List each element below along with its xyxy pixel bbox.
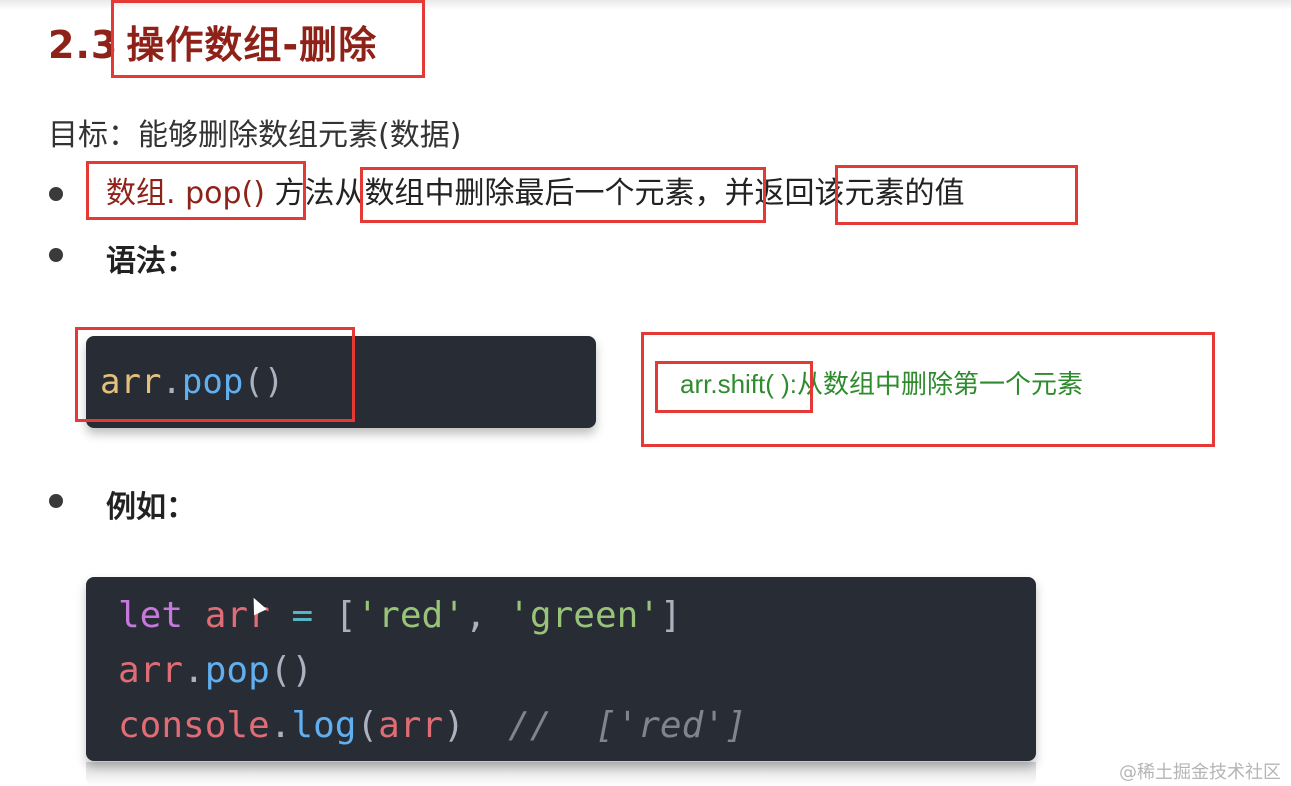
code-obj: console [118, 705, 270, 746]
top-shade [0, 0, 1291, 10]
pop-desc-text: 从数组中删除最后一个元素 [334, 176, 695, 211]
title-highlight-box [111, 0, 425, 78]
method-highlight-box [86, 161, 306, 220]
watermark: @稀土掘金技术社区 [1119, 762, 1281, 783]
syntax-code-block: arr.pop() [86, 336, 596, 428]
return-text: 返回该元素的值 [754, 176, 965, 211]
pop-method-text: 数组. pop() [106, 176, 265, 211]
code-obj: arr [118, 650, 184, 691]
code-dot: . [269, 705, 292, 746]
syntax-label: 语法： [106, 244, 196, 279]
bullet-dot [49, 494, 63, 508]
separator-text: ，并 [694, 176, 755, 211]
example-code-block: let arr = ['red', 'green'] arr.pop() con… [86, 577, 1036, 761]
note-outer-box [641, 332, 1215, 447]
example-code-line-3: console.log(arr) // ['red'] [118, 705, 747, 746]
example-code-line-2: arr.pop() [118, 650, 313, 691]
code-string: 'red' [356, 595, 465, 636]
code-reflection [86, 762, 1036, 786]
desc-highlight-box [360, 167, 766, 223]
code-var-name: arr [204, 595, 270, 636]
syntax-highlight-box [75, 327, 355, 422]
code-comma: , [464, 595, 487, 636]
code-fn: pop [204, 650, 270, 691]
code-arg: arr [378, 705, 444, 746]
code-bracket: [ [334, 595, 357, 636]
code-dot: . [183, 650, 205, 691]
shift-highlight-box [655, 361, 813, 413]
code-parens: () [243, 362, 285, 402]
code-paren: ( [356, 705, 379, 746]
syntax-code-line: arr.pop() [100, 362, 284, 402]
example-label: 例如： [106, 490, 196, 525]
code-fn: pop [181, 362, 244, 402]
shift-note: arr.shift( ):从数组中删除第一个元素 [680, 364, 1083, 401]
code-string: 'green' [508, 595, 660, 636]
code-obj: arr [100, 362, 162, 402]
title-text: 操作数组-删除 [126, 23, 378, 67]
shift-desc: :从数组中删除第一个元素 [789, 369, 1084, 399]
example-code-line-1: let arr = ['red', 'green'] [118, 595, 682, 636]
bullet-dot [49, 187, 63, 201]
code-dot: . [161, 362, 182, 402]
title-number: 2.3 [48, 23, 119, 67]
code-comment: // ['red'] [508, 705, 747, 746]
goal-text: 目标：能够删除数组元素(数据) [48, 118, 462, 153]
return-highlight-box [835, 165, 1078, 225]
bullet-dot [49, 248, 63, 262]
shift-method: arr.shift( ) [680, 369, 790, 399]
code-keyword: let [118, 595, 184, 636]
code-operator: = [291, 595, 314, 636]
code-fn: log [291, 705, 357, 746]
code-paren: ) [443, 705, 465, 746]
code-parens: () [269, 650, 314, 691]
code-bracket: ] [659, 595, 682, 636]
